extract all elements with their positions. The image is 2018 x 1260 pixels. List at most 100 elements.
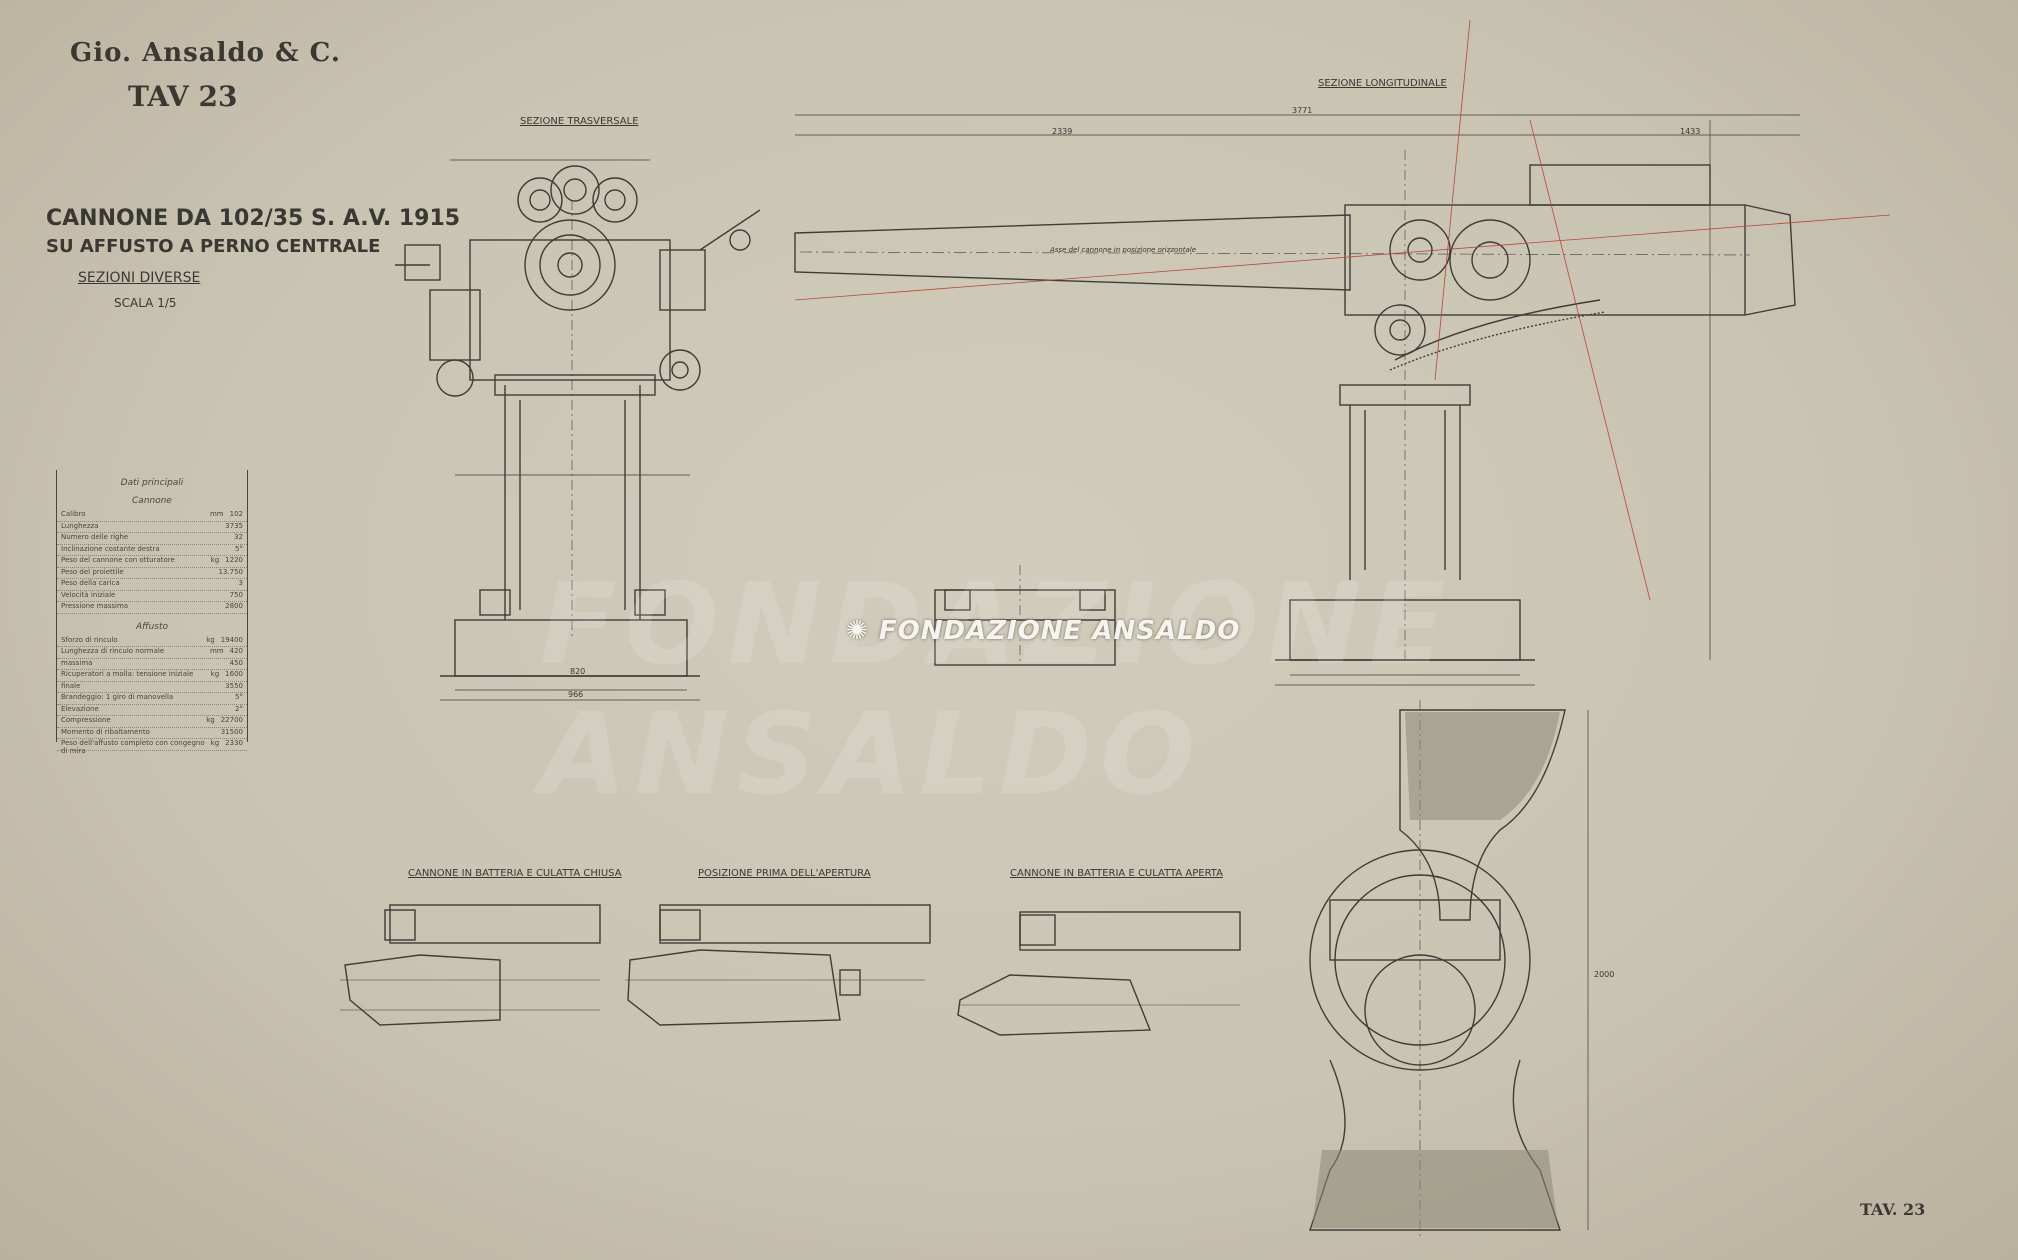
red-construction-lines [794, 19, 1891, 601]
row-value: 420 [229, 647, 243, 655]
row-unit: mm [209, 510, 224, 518]
table-row: finale 3550 [57, 681, 247, 693]
row-label: Calibro [61, 510, 86, 518]
row-label: Peso dell'affusto completo con congegno … [61, 739, 205, 755]
table-row: Compressione kg 22700 [57, 716, 247, 728]
transverse-section-label: SEZIONE TRASVERSALE [520, 116, 639, 127]
row-value: 32 [234, 533, 243, 541]
drawing-subtitle: SU AFFUSTO A PERNO CENTRALE [46, 236, 381, 257]
barrel-axis-note: Asse del cannone in posizione orizzontal… [1050, 246, 1197, 254]
table-row: Elevazione 2° [57, 704, 247, 716]
watermark-logo: ✺ FONDAZIONE ANSALDO [846, 616, 1240, 646]
row-label: massima [61, 658, 93, 667]
company-name: Gio. Ansaldo & C. [70, 38, 341, 68]
dim-base-width: 820 [570, 667, 586, 676]
table-row: Peso del cannone con otturatore kg 1220 [57, 556, 247, 568]
watermark-text: FONDAZIONE ANSALDO [878, 616, 1241, 646]
row-unit: kg [210, 739, 220, 747]
breech-view-closed [340, 904, 601, 1026]
row-value: 450 [229, 658, 243, 667]
row-value: 3 [238, 579, 243, 587]
dim-right-span: 1433 [1680, 127, 1701, 136]
row-label: Numero delle righe [61, 533, 129, 541]
row-value: 31500 [220, 727, 243, 736]
row-value: 13.750 [218, 567, 244, 576]
dim-base-outer: 966 [568, 690, 584, 699]
table-row: Ricuperatori a molla: tensione iniziale k… [57, 670, 247, 682]
row-label: Peso della carica [61, 579, 120, 587]
row-label: Ricuperatori a molla: tensione iniziale [61, 670, 194, 678]
table-row: Sforzo di rinculo kg 19400 [57, 635, 247, 647]
row-value: 2° [235, 704, 243, 713]
row-label: Momento di ribaltamento [61, 727, 150, 736]
table-section-gun: Cannone [132, 496, 172, 506]
table-row: Brandeggio: 1 giro di manovella 5° [57, 693, 247, 705]
before-opening-label: POSIZIONE PRIMA DELL'APERTURA [698, 868, 871, 879]
table-heading: Dati principali [120, 478, 184, 488]
row-value: 3550 [225, 681, 243, 690]
row-value: 2330 [225, 739, 243, 747]
table-row: Peso dell'affusto completo con congegno … [57, 739, 247, 755]
row-label: Peso del cannone con otturatore [61, 556, 175, 564]
row-label: Inclinazione costante destra [61, 544, 160, 553]
hatched-areas [1312, 712, 1560, 1228]
dim-total-length: 3771 [1292, 106, 1313, 115]
row-label: Brandeggio: 1 giro di manovella [61, 693, 174, 701]
table-row: massima 450 [57, 658, 247, 670]
breech-open-label: CANNONE IN BATTERIA E CULATTA APERTA [1010, 868, 1223, 879]
table-row: Peso della carica 3 [57, 579, 247, 591]
breech-view-before-opening [625, 904, 931, 1026]
drawing-sections-label: SEZIONI DIVERSE [78, 270, 201, 286]
row-value: 5° [235, 544, 243, 553]
table-section-mount: Affusto [135, 621, 169, 632]
center-detail-view [934, 565, 1116, 666]
table-row: Lunghezza di rinculo normale mm 420 [57, 647, 247, 659]
drawing-scale: SCALA 1/5 [114, 296, 177, 310]
breech-view-open [957, 911, 1241, 1036]
row-label: Elevazione [61, 704, 99, 713]
row-value: 102 [229, 510, 243, 518]
row-value: 22700 [220, 716, 243, 724]
longitudinal-section-label: SEZIONE LONGITUDINALE [1318, 78, 1447, 89]
table-row: Inclinazione costante destra 5° [57, 544, 247, 556]
dim-left-span: 2339 [1052, 127, 1073, 136]
row-label: Compressione [61, 716, 111, 724]
row-unit: kg [210, 670, 220, 678]
row-label: Pressione massima [61, 602, 129, 610]
footer-sheet-number: TAV. 23 [1860, 1200, 1926, 1219]
sunburst-icon: ✺ [846, 616, 879, 646]
sheet-number: TAV 23 [128, 80, 238, 113]
transverse-section-view [395, 159, 761, 701]
row-unit: mm [209, 647, 224, 655]
table-row: Velocità iniziale 750 [57, 590, 247, 602]
row-value: 1600 [225, 670, 243, 678]
row-value: 5° [235, 693, 243, 701]
row-label: Peso del proiettile [61, 567, 124, 576]
drawing-title: CANNONE DA 102/35 S. A.V. 1915 [46, 206, 461, 231]
row-value: 1220 [225, 556, 243, 564]
row-label: finale [61, 681, 81, 690]
table-row: Numero delle righe 32 [57, 533, 247, 545]
row-value: 2800 [225, 602, 243, 610]
breech-closed-label: CANNONE IN BATTERIA E CULATTA CHIUSA [408, 868, 622, 879]
row-label: Velocità iniziale [61, 590, 116, 599]
row-value: 750 [229, 590, 243, 599]
table-row: Calibro mm 102 [57, 510, 247, 522]
table-row: Pressione massima 2800 [57, 602, 247, 614]
row-label: Lunghezza di rinculo normale [61, 647, 165, 655]
row-unit: kg [206, 716, 215, 724]
row-unit: kg [206, 635, 215, 644]
table-row: Peso del proiettile 13.750 [57, 567, 247, 579]
watermark-ghost: FONDAZIONE ANSALDO [540, 560, 1454, 820]
row-value: 3735 [225, 521, 243, 530]
dim-plan-height: 2000 [1594, 970, 1615, 979]
row-label: Sforzo di rinculo [61, 635, 118, 644]
row-unit: kg [210, 556, 220, 564]
row-value: 19400 [220, 635, 243, 644]
